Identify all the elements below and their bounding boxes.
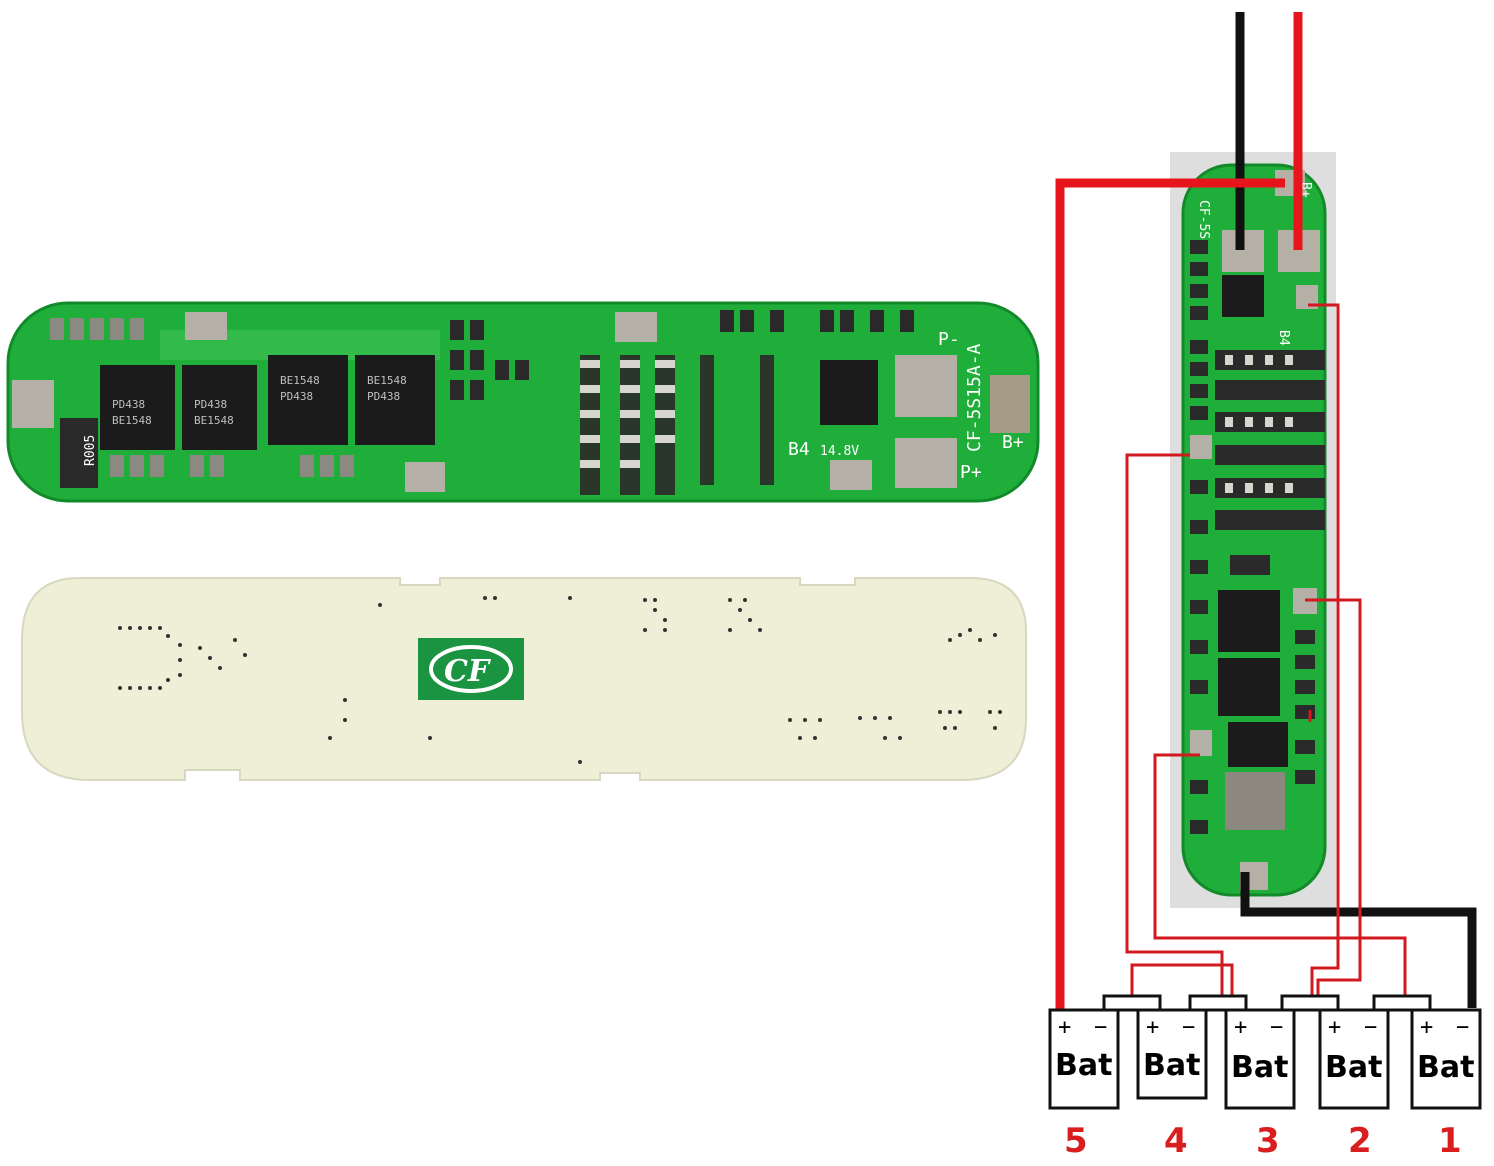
vertical-model-label: CF-5S xyxy=(1196,200,1211,239)
pcb-bottom-back: CF xyxy=(21,577,1027,781)
svg-text:BE1548: BE1548 xyxy=(194,414,234,427)
svg-text:−: − xyxy=(1270,1015,1283,1040)
svg-text:PD438: PD438 xyxy=(112,398,145,411)
battery-1: + − Bat 1 xyxy=(1372,994,1482,1161)
battery-number-3: 3 xyxy=(1256,1121,1280,1161)
svg-text:PD438: PD438 xyxy=(280,390,313,403)
svg-text:Bat: Bat xyxy=(1055,1048,1112,1083)
svg-text:+: + xyxy=(1420,1015,1433,1040)
battery-pack: + − Bat 5 + − Bat 4 + − Bat 3 + − Bat xyxy=(1048,994,1482,1161)
resistor-label: R005 xyxy=(83,435,98,466)
top-b-plus-label: B+ xyxy=(1002,432,1024,453)
pcb-top-front: R005 PD438 BE1548 PD438 BE1548 BE1548 P xyxy=(6,301,1040,503)
pcb-vertical: CF-5S B+ P- B4 xyxy=(1170,152,1336,908)
vertical-b4-label: B4 xyxy=(1276,330,1291,346)
top-voltage-label: 14.8V xyxy=(820,444,859,459)
svg-text:Bat: Bat xyxy=(1417,1050,1474,1085)
logo-text: CF xyxy=(444,654,492,689)
svg-text:Bat: Bat xyxy=(1325,1050,1382,1085)
svg-text:BE1548: BE1548 xyxy=(112,414,152,427)
battery-4: + − Bat 4 xyxy=(1102,994,1208,1161)
mosfet-chip-4: BE1548 PD438 xyxy=(355,355,435,445)
cf-logo: CF xyxy=(418,638,524,700)
mosfet-chip-1: PD438 BE1548 xyxy=(100,365,175,450)
svg-text:PD438: PD438 xyxy=(367,390,400,403)
mosfet-chip-2: PD438 BE1548 xyxy=(182,365,257,450)
wiring xyxy=(1055,12,1477,1010)
svg-text:−: − xyxy=(1094,1015,1107,1040)
svg-text:+: + xyxy=(1234,1015,1247,1040)
mosfet-chip-3: BE1548 PD438 xyxy=(268,355,348,445)
battery-number-5: 5 xyxy=(1064,1121,1088,1161)
top-p-minus-label: P- xyxy=(938,329,960,350)
red-bplus-wire xyxy=(1055,178,1285,1010)
battery-5: + − Bat 5 xyxy=(1048,1008,1120,1161)
battery-number-4: 4 xyxy=(1164,1121,1188,1161)
svg-text:+: + xyxy=(1328,1015,1341,1040)
battery-number-2: 2 xyxy=(1348,1121,1372,1161)
svg-text:BE1548: BE1548 xyxy=(367,374,407,387)
top-b4-label: B4 xyxy=(788,439,810,460)
svg-text:+: + xyxy=(1146,1015,1159,1040)
svg-text:PD438: PD438 xyxy=(194,398,227,411)
battery-number-1: 1 xyxy=(1438,1121,1462,1161)
top-p-plus-label: P+ xyxy=(960,462,982,483)
svg-text:−: − xyxy=(1456,1015,1469,1040)
svg-text:BE1548: BE1548 xyxy=(280,374,320,387)
svg-text:+: + xyxy=(1058,1015,1071,1040)
svg-text:−: − xyxy=(1364,1015,1377,1040)
svg-text:−: − xyxy=(1182,1015,1195,1040)
battery-2: + − Bat 2 xyxy=(1280,994,1390,1161)
top-model-label: CF-5S15A-A xyxy=(964,343,985,452)
svg-text:Bat: Bat xyxy=(1231,1050,1288,1085)
battery-3: + − Bat 3 xyxy=(1188,994,1296,1161)
svg-text:Bat: Bat xyxy=(1143,1048,1200,1083)
